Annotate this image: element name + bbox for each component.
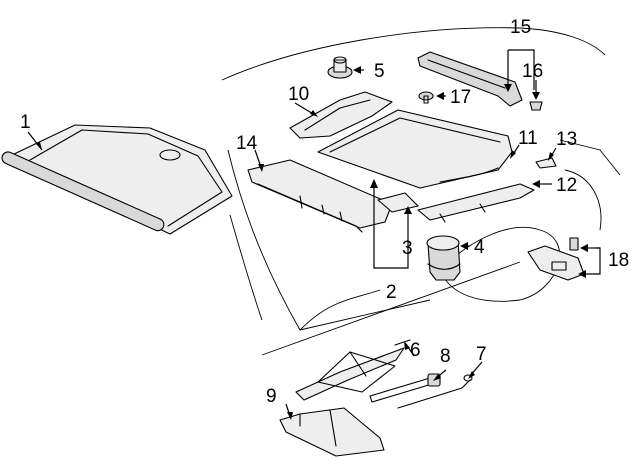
bracket-18	[527, 237, 585, 281]
callout-10: 10	[288, 84, 309, 105]
callout-17: 17	[450, 87, 471, 108]
callout-11: 11	[518, 128, 538, 149]
callout-16: 16	[522, 61, 543, 82]
rail-12	[417, 183, 535, 223]
callout-14: 14	[236, 133, 258, 154]
callout-labels: 1 2 3 4 5 6 7 8 9 10 11 12 13 14 15 16 1…	[20, 17, 629, 407]
callout-13: 13	[556, 129, 577, 150]
leader-lines	[27, 49, 601, 420]
callout-5: 5	[374, 61, 385, 82]
jack-handle	[397, 374, 473, 409]
callout-3: 3	[402, 238, 413, 259]
callout-15: 15	[510, 17, 531, 38]
tool-bag	[279, 407, 385, 457]
callout-4: 4	[474, 237, 485, 258]
fastener-17	[418, 91, 434, 104]
hold-down-bolt	[327, 56, 353, 79]
callout-8: 8	[440, 346, 451, 367]
side-bracket	[289, 91, 393, 139]
callout-9: 9	[266, 386, 277, 407]
callout-1: 1	[20, 112, 31, 133]
clip-16	[529, 101, 543, 111]
callout-18: 18	[608, 250, 629, 271]
callout-6: 6	[410, 340, 421, 361]
small-bracket-13	[535, 157, 557, 169]
scissor-jack	[295, 339, 411, 401]
callout-7: 7	[476, 344, 487, 365]
cargo-cover	[1, 124, 233, 235]
callout-12: 12	[556, 175, 577, 196]
sill-plate	[417, 51, 523, 107]
container-4	[426, 235, 461, 281]
rear-trim-panel	[247, 159, 393, 233]
callout-2: 2	[386, 282, 397, 303]
